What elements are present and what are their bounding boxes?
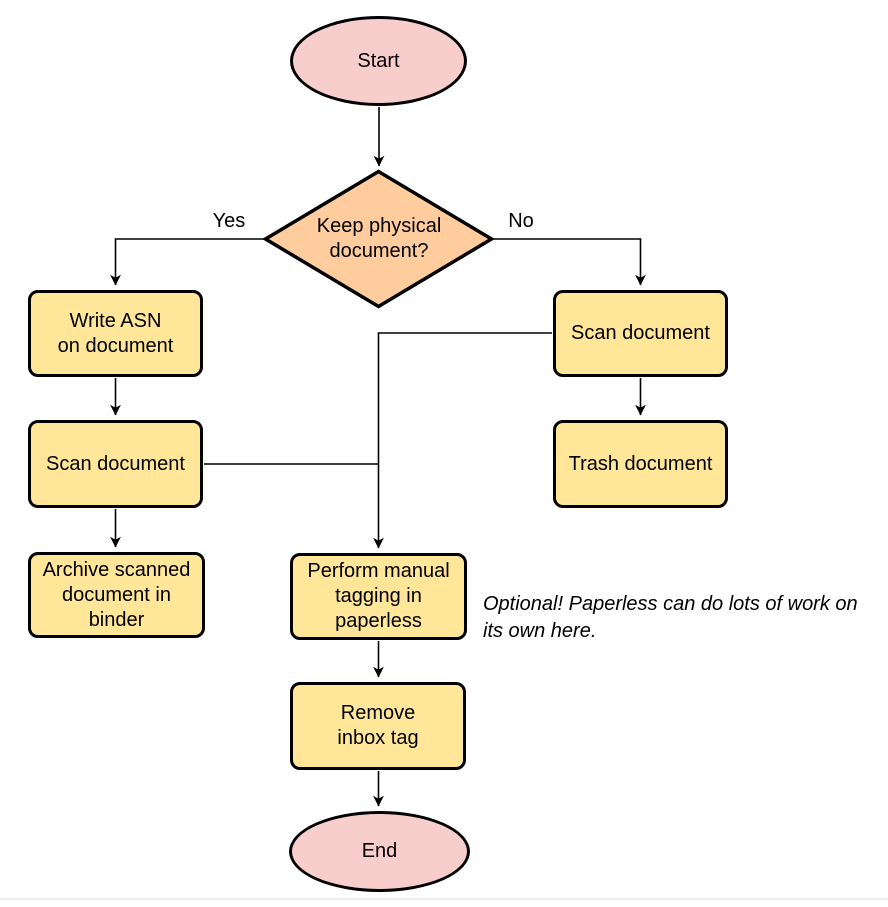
edge-decision-yes-to-write-asn — [110, 238, 266, 286]
edge-decision-no-to-scan-right — [491, 238, 646, 286]
trash-document-node: Trash document — [553, 420, 728, 508]
decision-diamond-shape — [262, 169, 495, 309]
edge-scan-right-to-tagging — [373, 332, 552, 549]
write-asn-node: Write ASN on document — [28, 290, 203, 377]
edge-label-no: No — [508, 210, 534, 232]
scan-document-left-node: Scan document — [28, 420, 203, 508]
scan-document-right-node: Scan document — [553, 290, 728, 377]
bottom-hairline — [0, 898, 888, 900]
optional-annotation-text: Optional! Paperless can do lots of work … — [483, 593, 858, 642]
edge-label-yes: Yes — [212, 210, 246, 232]
archive-document-node: Archive scanned document in binder — [28, 552, 205, 638]
decision-node-label: Keep physical document? — [316, 215, 442, 262]
end-node: End — [289, 811, 470, 892]
remove-inbox-tag-node: Remove inbox tag — [290, 682, 466, 770]
manual-tagging-node: Perform manual tagging in paperless — [290, 553, 467, 640]
start-node: Start — [290, 16, 467, 106]
